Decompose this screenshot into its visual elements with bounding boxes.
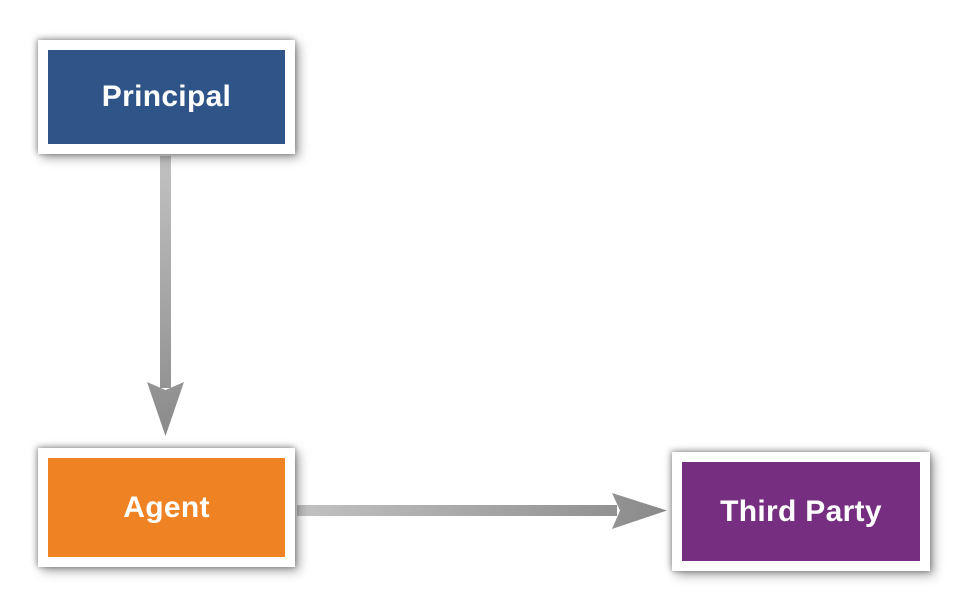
arrow-shaft [160,156,171,388]
node-principal: Principal [38,40,295,154]
node-principal-label: Principal [101,80,232,113]
arrow-head-right-icon [612,493,667,529]
node-agent-label: Agent [123,490,210,524]
node-third-party-label: Third Party [720,494,882,528]
arrow-agent-to-third-party [297,493,667,529]
arrow-head-down-icon [147,382,184,436]
arrow-shaft [297,505,617,516]
node-third-party: Third Party [672,452,930,571]
arrow-principal-to-agent [147,156,184,436]
node-agent: Agent [38,448,295,567]
